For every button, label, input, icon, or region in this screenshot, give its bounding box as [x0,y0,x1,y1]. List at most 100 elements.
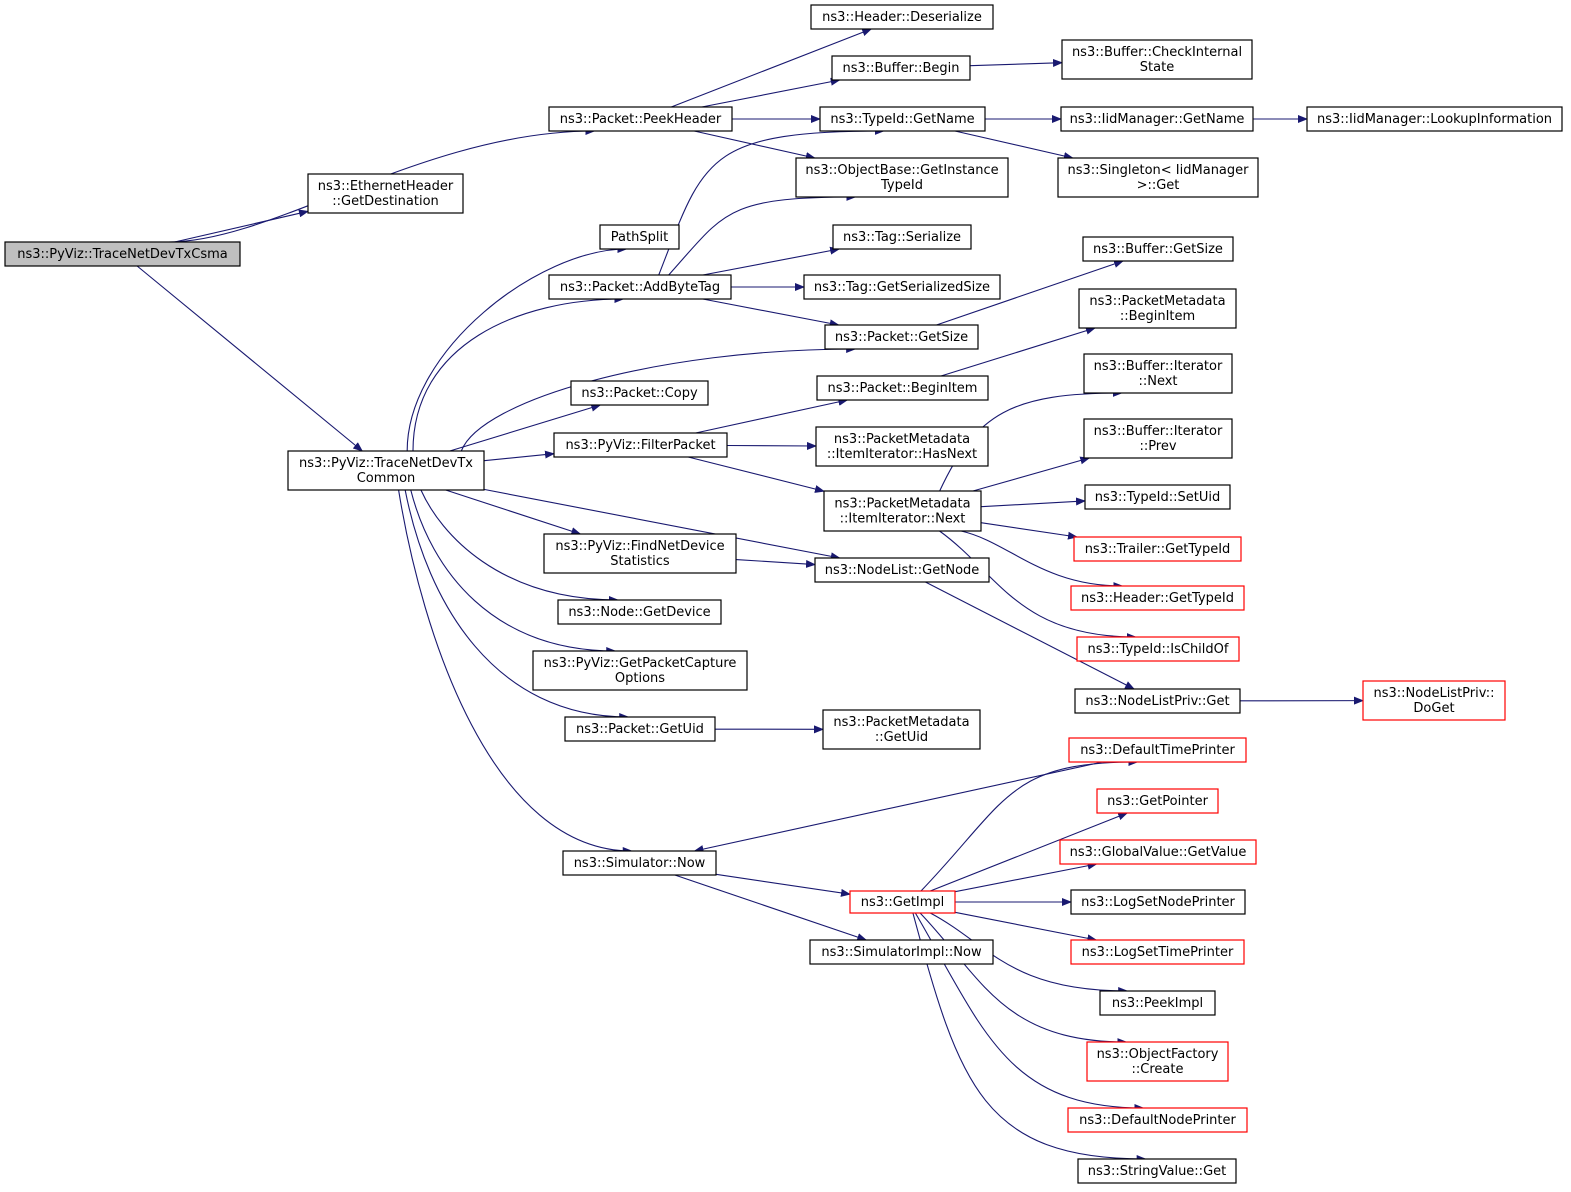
edge-addByteTag-to-pktGetSize [702,298,840,328]
node-typeSetUid[interactable]: ns3::TypeId::SetUid [1084,484,1231,510]
edge-getImpl-to-objFacCreate [919,912,1128,1046]
node-box [564,716,716,742]
node-box [1057,157,1259,198]
node-label: ns3::StringValue::Get [1088,1164,1226,1179]
node-box [1074,688,1241,714]
node-logSetTime[interactable]: ns3::LogSetTimePrinter [1070,939,1245,965]
node-getPointer[interactable]: ns3::GetPointer [1096,788,1219,814]
node-addByteTag[interactable]: ns3::Packet::AddByteTag [548,274,732,300]
node-trailerGetType[interactable]: ns3::Trailer::GetTypeId [1073,536,1242,562]
node-box [1084,484,1231,510]
node-gvGetValue[interactable]: ns3::GlobalValue::GetValue [1059,839,1257,865]
node-objFacCreate[interactable]: ns3::ObjectFactory::Create [1086,1041,1229,1082]
node-pathSplit[interactable]: PathSplit [599,224,680,250]
node-nlPrivDoGet[interactable]: ns3::NodeListPriv::DoGet [1362,680,1506,721]
node-pktGetSize[interactable]: ns3::Packet::GetSize [824,324,979,350]
node-box [814,557,990,583]
node-label: Common [357,471,416,486]
node-box [831,55,971,81]
node-getImpl[interactable]: ns3::GetImpl [849,890,956,914]
node-box [543,533,737,574]
node-label: ns3::Header::GetTypeId [1081,591,1234,606]
edge-pktBeginItem-to-pmBeginItem [940,326,1096,377]
node-label: ns3::Buffer::Iterator [1094,424,1223,439]
edge-tntxCommon-to-addByteTag [412,295,625,452]
node-box [795,157,1009,198]
node-singletonGet[interactable]: ns3::Singleton< IidManager >::Get [1057,157,1259,198]
node-headerGetType[interactable]: ns3::Header::GetTypeId [1070,585,1245,611]
node-label: Options [615,671,665,686]
node-bufItPrev[interactable]: ns3::Buffer::Iterator::Prev [1083,418,1233,459]
edge-pmItNext-to-bufItPrev [972,456,1091,492]
node-label: ns3::NodeList::GetNode [825,563,980,578]
node-pmItHasNext[interactable]: ns3::PacketMetadata::ItemIterator::HasNe… [815,426,989,467]
node-label: ns3::PeekImpl [1112,996,1203,1011]
node-tagGetSize[interactable]: ns3::Tag::GetSerializedSize [803,274,1001,300]
node-label: ns3::Node::GetDevice [568,605,710,620]
node-hdrDeser[interactable]: ns3::Header::Deserialize [810,4,994,30]
node-pktGetUid[interactable]: ns3::Packet::GetUid [564,716,716,742]
node-simImplNow[interactable]: ns3::SimulatorImpl::Now [809,939,994,965]
node-nodeGetDevice[interactable]: ns3::Node::GetDevice [557,599,722,625]
node-peekHeader[interactable]: ns3::Packet::PeekHeader [548,106,733,132]
node-root[interactable]: ns3::PyViz::TraceNetDevTxCsma [4,241,241,267]
node-iidLookup[interactable]: ns3::IidManager::LookupInformation [1306,106,1563,132]
node-logSetNode[interactable]: ns3::LogSetNodePrinter [1070,889,1246,915]
node-box [553,432,728,458]
node-box [823,490,982,532]
node-box [815,426,989,467]
node-pmGetUid[interactable]: ns3::PacketMetadata::GetUid [822,709,981,750]
node-simNow[interactable]: ns3::Simulator::Now [562,850,717,876]
node-typeGetName[interactable]: ns3::TypeId::GetName [819,106,986,132]
node-pktBeginItem[interactable]: ns3::Packet::BeginItem [816,375,989,401]
node-box [1099,990,1216,1016]
node-nodeListGetNode[interactable]: ns3::NodeList::GetNode [814,557,990,583]
edge-tntxCommon-to-simNow [398,489,633,855]
node-typeIsChild[interactable]: ns3::TypeId::IsChildOf [1076,636,1240,662]
node-box [307,173,464,214]
edge-tntxCommon-to-pktGetUid [404,489,630,721]
node-pktCopy[interactable]: ns3::Packet::Copy [570,380,709,406]
node-box [599,224,680,250]
node-bufGetSize[interactable]: ns3::Buffer::GetSize [1082,236,1234,262]
node-label: ns3::NodeListPriv:: [1373,686,1494,701]
node-pmBeginItem[interactable]: ns3::PacketMetadata::BeginItem [1078,288,1237,329]
edge-getImpl-to-gvGetValue [954,861,1098,893]
node-nlPrivGet[interactable]: ns3::NodeListPriv::Get [1074,688,1241,714]
node-label: ns3::Header::Deserialize [822,10,982,25]
node-bufBegin[interactable]: ns3::Buffer::Begin [831,55,971,81]
edge-getImpl-to-logSetTime [954,911,1098,943]
node-label: ns3::GetPointer [1107,794,1208,809]
node-pmItNext[interactable]: ns3::PacketMetadata::ItemIterator::Next [823,490,982,532]
node-label: ns3::DefaultTimePrinter [1080,743,1235,758]
node-bufItNext[interactable]: ns3::Buffer::Iterator::Next [1083,353,1233,394]
node-ethGetDest[interactable]: ns3::EthernetHeader::GetDestination [307,173,464,214]
node-label: ns3::PacketMetadata [834,497,970,512]
node-label: ns3::Packet::GetUid [576,722,704,737]
node-box [1306,106,1563,132]
node-filterPacket[interactable]: ns3::PyViz::FilterPacket [553,432,728,458]
node-box [824,324,979,350]
node-label: ns3::PyViz::TraceNetDevTx [299,456,473,471]
node-label: ns3::Simulator::Now [574,856,706,871]
node-label: ns3::DefaultNodePrinter [1079,1113,1236,1128]
node-iidGetName[interactable]: ns3::IidManager::GetName [1060,106,1254,132]
node-tagSer[interactable]: ns3::Tag::Serialize [832,224,972,250]
node-label: ns3::IidManager::GetName [1070,112,1245,127]
node-box [832,224,972,250]
node-label: ns3::PacketMetadata [834,432,970,447]
node-strValGet[interactable]: ns3::StringValue::Get [1077,1158,1237,1184]
node-label: ns3::NodeListPriv::Get [1085,694,1229,709]
node-defTimePrinter[interactable]: ns3::DefaultTimePrinter [1068,737,1247,763]
edge-root-to-tntxCommon [136,265,364,452]
node-defNodePrinter[interactable]: ns3::DefaultNodePrinter [1067,1107,1248,1133]
node-label: ::Next [1138,374,1177,389]
edge-getImpl-to-getPointer [930,812,1129,892]
node-label: Statistics [610,554,670,569]
node-peekImpl[interactable]: ns3::PeekImpl [1099,990,1216,1016]
